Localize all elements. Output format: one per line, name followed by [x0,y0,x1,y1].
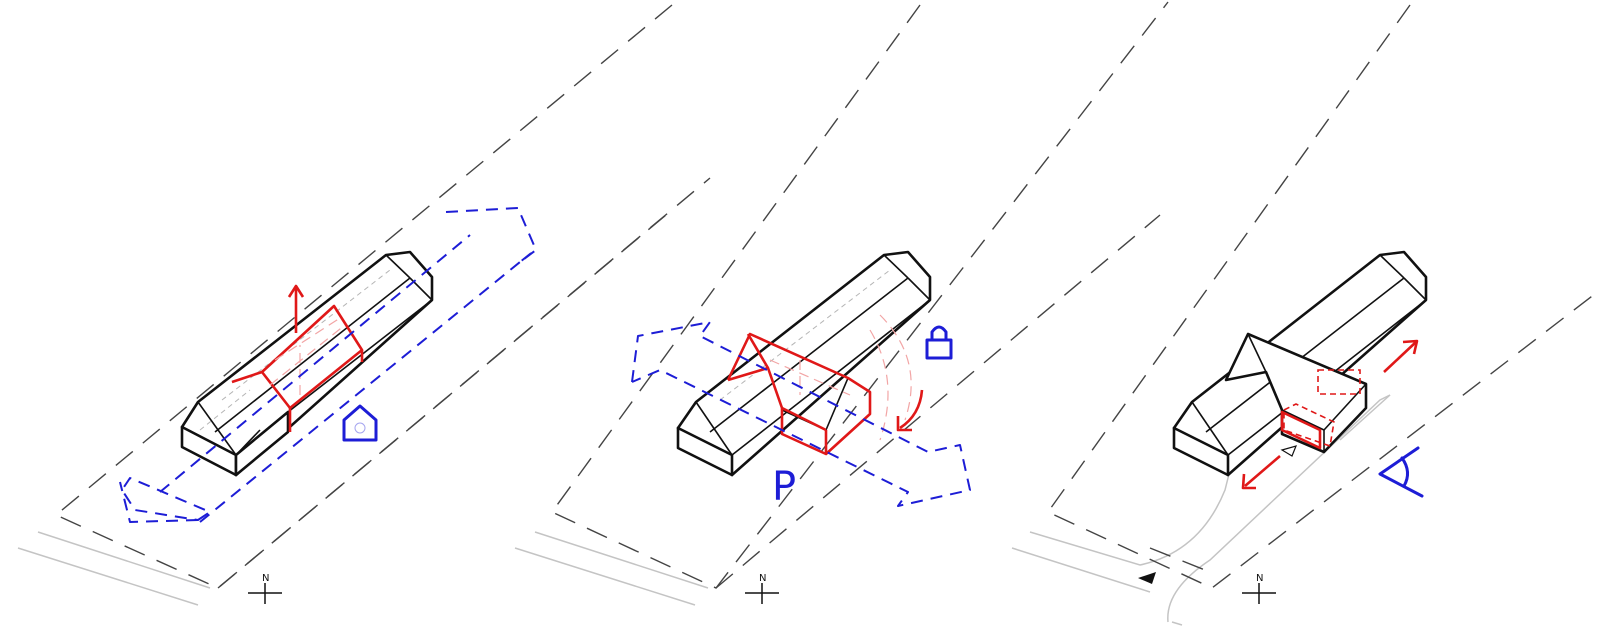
driveway-edge [1029,469,1231,566]
rotated-wing [726,332,872,456]
road-edge [514,547,696,606]
rotation-path [879,314,912,421]
lot-boundary [550,1,1169,589]
entry-marker-icon [1280,445,1298,457]
north-arrow: N [745,573,779,604]
extension-arrow-end [445,207,537,263]
panel-2: P N [514,1,1169,606]
building [676,250,932,477]
dormer-outline [1317,369,1361,395]
building [180,250,434,477]
extension-arrow-shaft [159,234,471,493]
road-edge [37,531,211,589]
lot-boundary [1046,4,1600,589]
road-edge [534,531,709,589]
raised-section [231,304,364,432]
north-arrow: N [1242,573,1276,604]
north-label: N [262,573,269,584]
lot-boundary [217,209,673,589]
north-arrow: N [248,573,282,604]
rotation-path [869,329,889,441]
lot-boundary [1149,547,1211,573]
arrow-northeast-icon [1383,339,1419,373]
parking-label: P [772,464,796,510]
road-edge [1011,547,1151,593]
lot-boundary [715,214,1161,589]
extension-arrow-shaft [199,261,521,523]
north-label: N [759,573,766,584]
building [1172,250,1428,477]
arrow-southwest-icon [1241,455,1281,490]
road-edge [17,547,199,606]
shift-arrow [631,321,971,507]
road-edge [1171,621,1183,626]
entry-frame [1280,410,1322,450]
extension-arrow-end [121,477,211,521]
panel-3: N [1011,4,1600,626]
rotate-arrow-icon [896,389,924,432]
panel-1: N [17,4,711,606]
house-icon [342,404,378,442]
approach-marker-icon [1138,572,1156,584]
eye-view-icon [1378,446,1424,498]
up-arrow-icon [287,284,305,333]
extension-arrow-end [119,481,199,523]
padlock-icon [925,325,953,360]
driveway-edge [1167,394,1391,623]
north-label: N [1256,573,1263,584]
entry-outline [1283,403,1335,448]
